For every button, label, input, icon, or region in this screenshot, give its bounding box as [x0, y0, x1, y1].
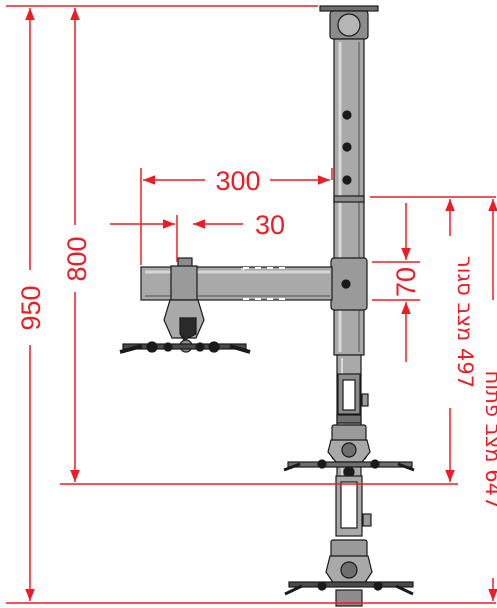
dim-total-height: 950	[16, 285, 46, 330]
mount-graphic	[119, 5, 415, 607]
closed-projector-bracket	[283, 424, 415, 478]
dimension-lines	[6, 5, 497, 604]
dim-arm-height: 70	[391, 267, 421, 297]
dim-open-position: 647 מצב פתוח	[481, 371, 497, 510]
dimension-labels: 950 800 300 30 70 497 מצב סגור 647 מצב פ…	[16, 166, 497, 509]
ceiling-plate	[319, 5, 379, 40]
horizontal-arm	[140, 266, 333, 301]
dim-top-to-arm: 800	[62, 236, 92, 281]
arm-projector-bracket	[119, 257, 251, 354]
open-projector-bracket	[284, 475, 414, 607]
dim-arm-length: 300	[215, 166, 260, 196]
dim-arm-offset: 30	[255, 210, 285, 240]
junction-sleeve	[330, 257, 368, 311]
dim-closed-position: 497 מצב סגור	[453, 256, 477, 388]
